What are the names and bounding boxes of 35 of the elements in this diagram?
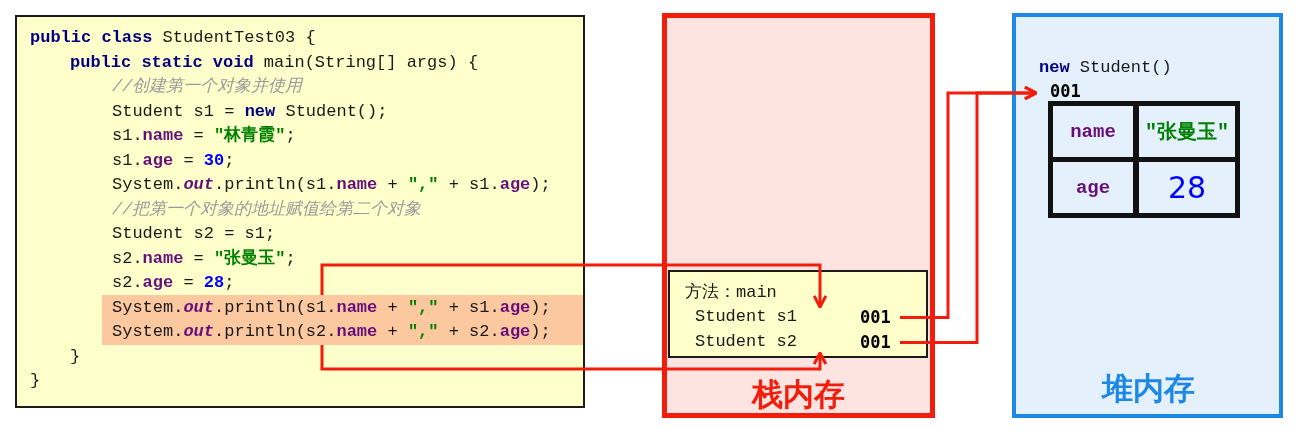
address-value: 001 [860, 331, 891, 354]
connector-arrow [320, 263, 828, 309]
method-label: 方法：main [685, 282, 777, 304]
variable-label: Student s2 [695, 331, 798, 353]
heap-panel [1012, 13, 1283, 418]
code-line: System.out.println(s1.name + "," + s1.age); [112, 296, 551, 319]
code-comment: //创建第一个对象并使用 [112, 76, 303, 98]
code-line: s2.name = "张曼玉"; [112, 247, 296, 270]
field-name-cell: name [1053, 106, 1133, 157]
stack-panel [662, 13, 935, 418]
code-line: s2.age = 28; [112, 272, 235, 294]
variable-label: Student s1 [695, 306, 798, 328]
code-line: public static void main(String[] args) { [70, 51, 479, 74]
field-value-cell: 28 [1139, 162, 1235, 213]
panel-heading: 栈内存 [751, 376, 845, 412]
field-value-cell: "张曼玉" [1139, 106, 1235, 157]
code-line: s1.name = "林青霞"; [112, 124, 296, 147]
code-panel [15, 15, 585, 408]
connector-arrow [320, 345, 828, 371]
code-line: s1.age = 30; [112, 149, 235, 172]
object-label: new Student() [1039, 57, 1172, 79]
code-comment: //把第一个对象的地址赋值给第二个对象 [112, 198, 422, 221]
code-line: System.out.println(s1.name + "," + s1.age); [112, 174, 551, 196]
code-line: Student s2 = s1; [112, 223, 276, 245]
panel-heading: 堆内存 [1101, 370, 1195, 406]
address-value: 001 [860, 306, 891, 329]
code-line: System.out.println(s2.name + "," + s2.age); [112, 321, 551, 343]
code-line: Student s1 = new Student(); [112, 100, 388, 123]
address-value: 001 [1050, 80, 1081, 103]
code-line: } [70, 345, 81, 368]
code-line: public class StudentTest03 { [30, 27, 316, 49]
method-frame [668, 270, 928, 358]
highlight-band [102, 295, 583, 345]
field-name-cell: age [1053, 162, 1133, 213]
code-line: } [30, 370, 41, 392]
